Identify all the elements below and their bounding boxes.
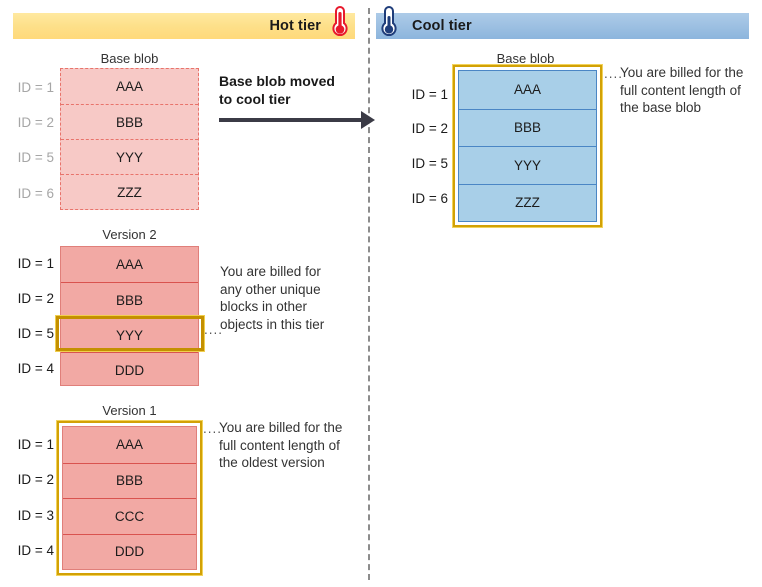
version-2-id-label-3: ID = 5 — [17, 326, 54, 341]
thermometer-cool-icon — [378, 4, 400, 43]
version-2-id-label-1: ID = 1 — [17, 256, 54, 271]
hot-base-blob-title: Base blob — [100, 51, 159, 66]
version-1-row: DDD — [63, 533, 196, 570]
version-1-row: AAA — [115, 437, 143, 453]
version-1-id-label-3: ID = 3 — [17, 508, 54, 523]
version-1-stack: AAA BBB CCC DDD — [62, 426, 197, 570]
version-2-note-connector: .... — [204, 322, 224, 337]
cool-base-blob-stack: AAA BBB YYY ZZZ — [458, 70, 597, 222]
version-1-id-label-1: ID = 1 — [17, 437, 54, 452]
cool-base-blob-note: You are billed for the full content leng… — [620, 65, 744, 115]
version-1-row: CCC — [63, 498, 196, 534]
transition-caption: Base blob moved to cool tier — [219, 73, 335, 107]
version-2-id-label-2: ID = 2 — [17, 291, 54, 306]
hot-base-blob-row: AAA — [115, 79, 143, 94]
version-2-stack: AAA BBB YYY DDD — [60, 246, 199, 386]
cool-base-blob-note-connector: .... — [604, 66, 624, 81]
cool-base-blob-id-label-3: ID = 5 — [411, 156, 448, 171]
hot-base-blob-row: BBB — [61, 104, 198, 139]
version-1-note-connector: .... — [203, 421, 223, 436]
cool-base-blob-row: YYY — [459, 146, 596, 184]
thermometer-hot-icon — [329, 4, 351, 43]
cool-base-blob-row: AAA — [513, 82, 541, 98]
version-1-title: Version 1 — [102, 403, 157, 418]
cool-base-blob-row: BBB — [459, 108, 596, 147]
cool-base-blob-id-label-4: ID = 6 — [411, 191, 448, 206]
cool-tier-header-bar: Cool tier — [376, 13, 749, 39]
hot-base-blob-id-label-1: ID = 1 — [17, 80, 54, 95]
version-2-title: Version 2 — [102, 227, 157, 242]
hot-base-blob-id-label-3: ID = 5 — [17, 150, 54, 165]
hot-base-blob-row: YYY — [61, 139, 198, 174]
hot-base-blob-id-label-4: ID = 6 — [17, 186, 54, 201]
hot-base-blob-row: ZZZ — [61, 174, 198, 209]
version-1-row: BBB — [63, 462, 196, 499]
right-arrow-head-icon — [361, 111, 375, 129]
version-2-id-label-4: ID = 4 — [17, 361, 54, 376]
cool-base-blob-title: Base blob — [496, 51, 555, 66]
cool-tier-label: Cool tier — [412, 18, 472, 34]
version-1-note: You are billed for the full content leng… — [219, 420, 343, 470]
version-2-row: YYY — [61, 317, 198, 352]
hot-base-blob-stack: AAA BBB YYY ZZZ — [60, 68, 199, 210]
right-arrow-icon — [219, 118, 363, 122]
version-2-row: AAA — [115, 257, 143, 272]
cool-base-blob-id-label-2: ID = 2 — [411, 121, 448, 136]
tier-divider-line — [368, 8, 370, 580]
version-1-id-label-2: ID = 2 — [17, 472, 54, 487]
version-2-note: You are billed for any other unique bloc… — [220, 264, 325, 332]
cool-base-blob-id-label-1: ID = 1 — [411, 87, 448, 102]
hot-tier-label: Hot tier — [269, 18, 321, 34]
hot-tier-header-bar: Hot tier — [13, 13, 355, 39]
version-2-row: DDD — [61, 352, 198, 387]
hot-base-blob-id-label-2: ID = 2 — [17, 115, 54, 130]
version-1-id-label-4: ID = 4 — [17, 543, 54, 558]
cool-base-blob-row: ZZZ — [459, 183, 596, 222]
version-2-row: BBB — [61, 282, 198, 317]
